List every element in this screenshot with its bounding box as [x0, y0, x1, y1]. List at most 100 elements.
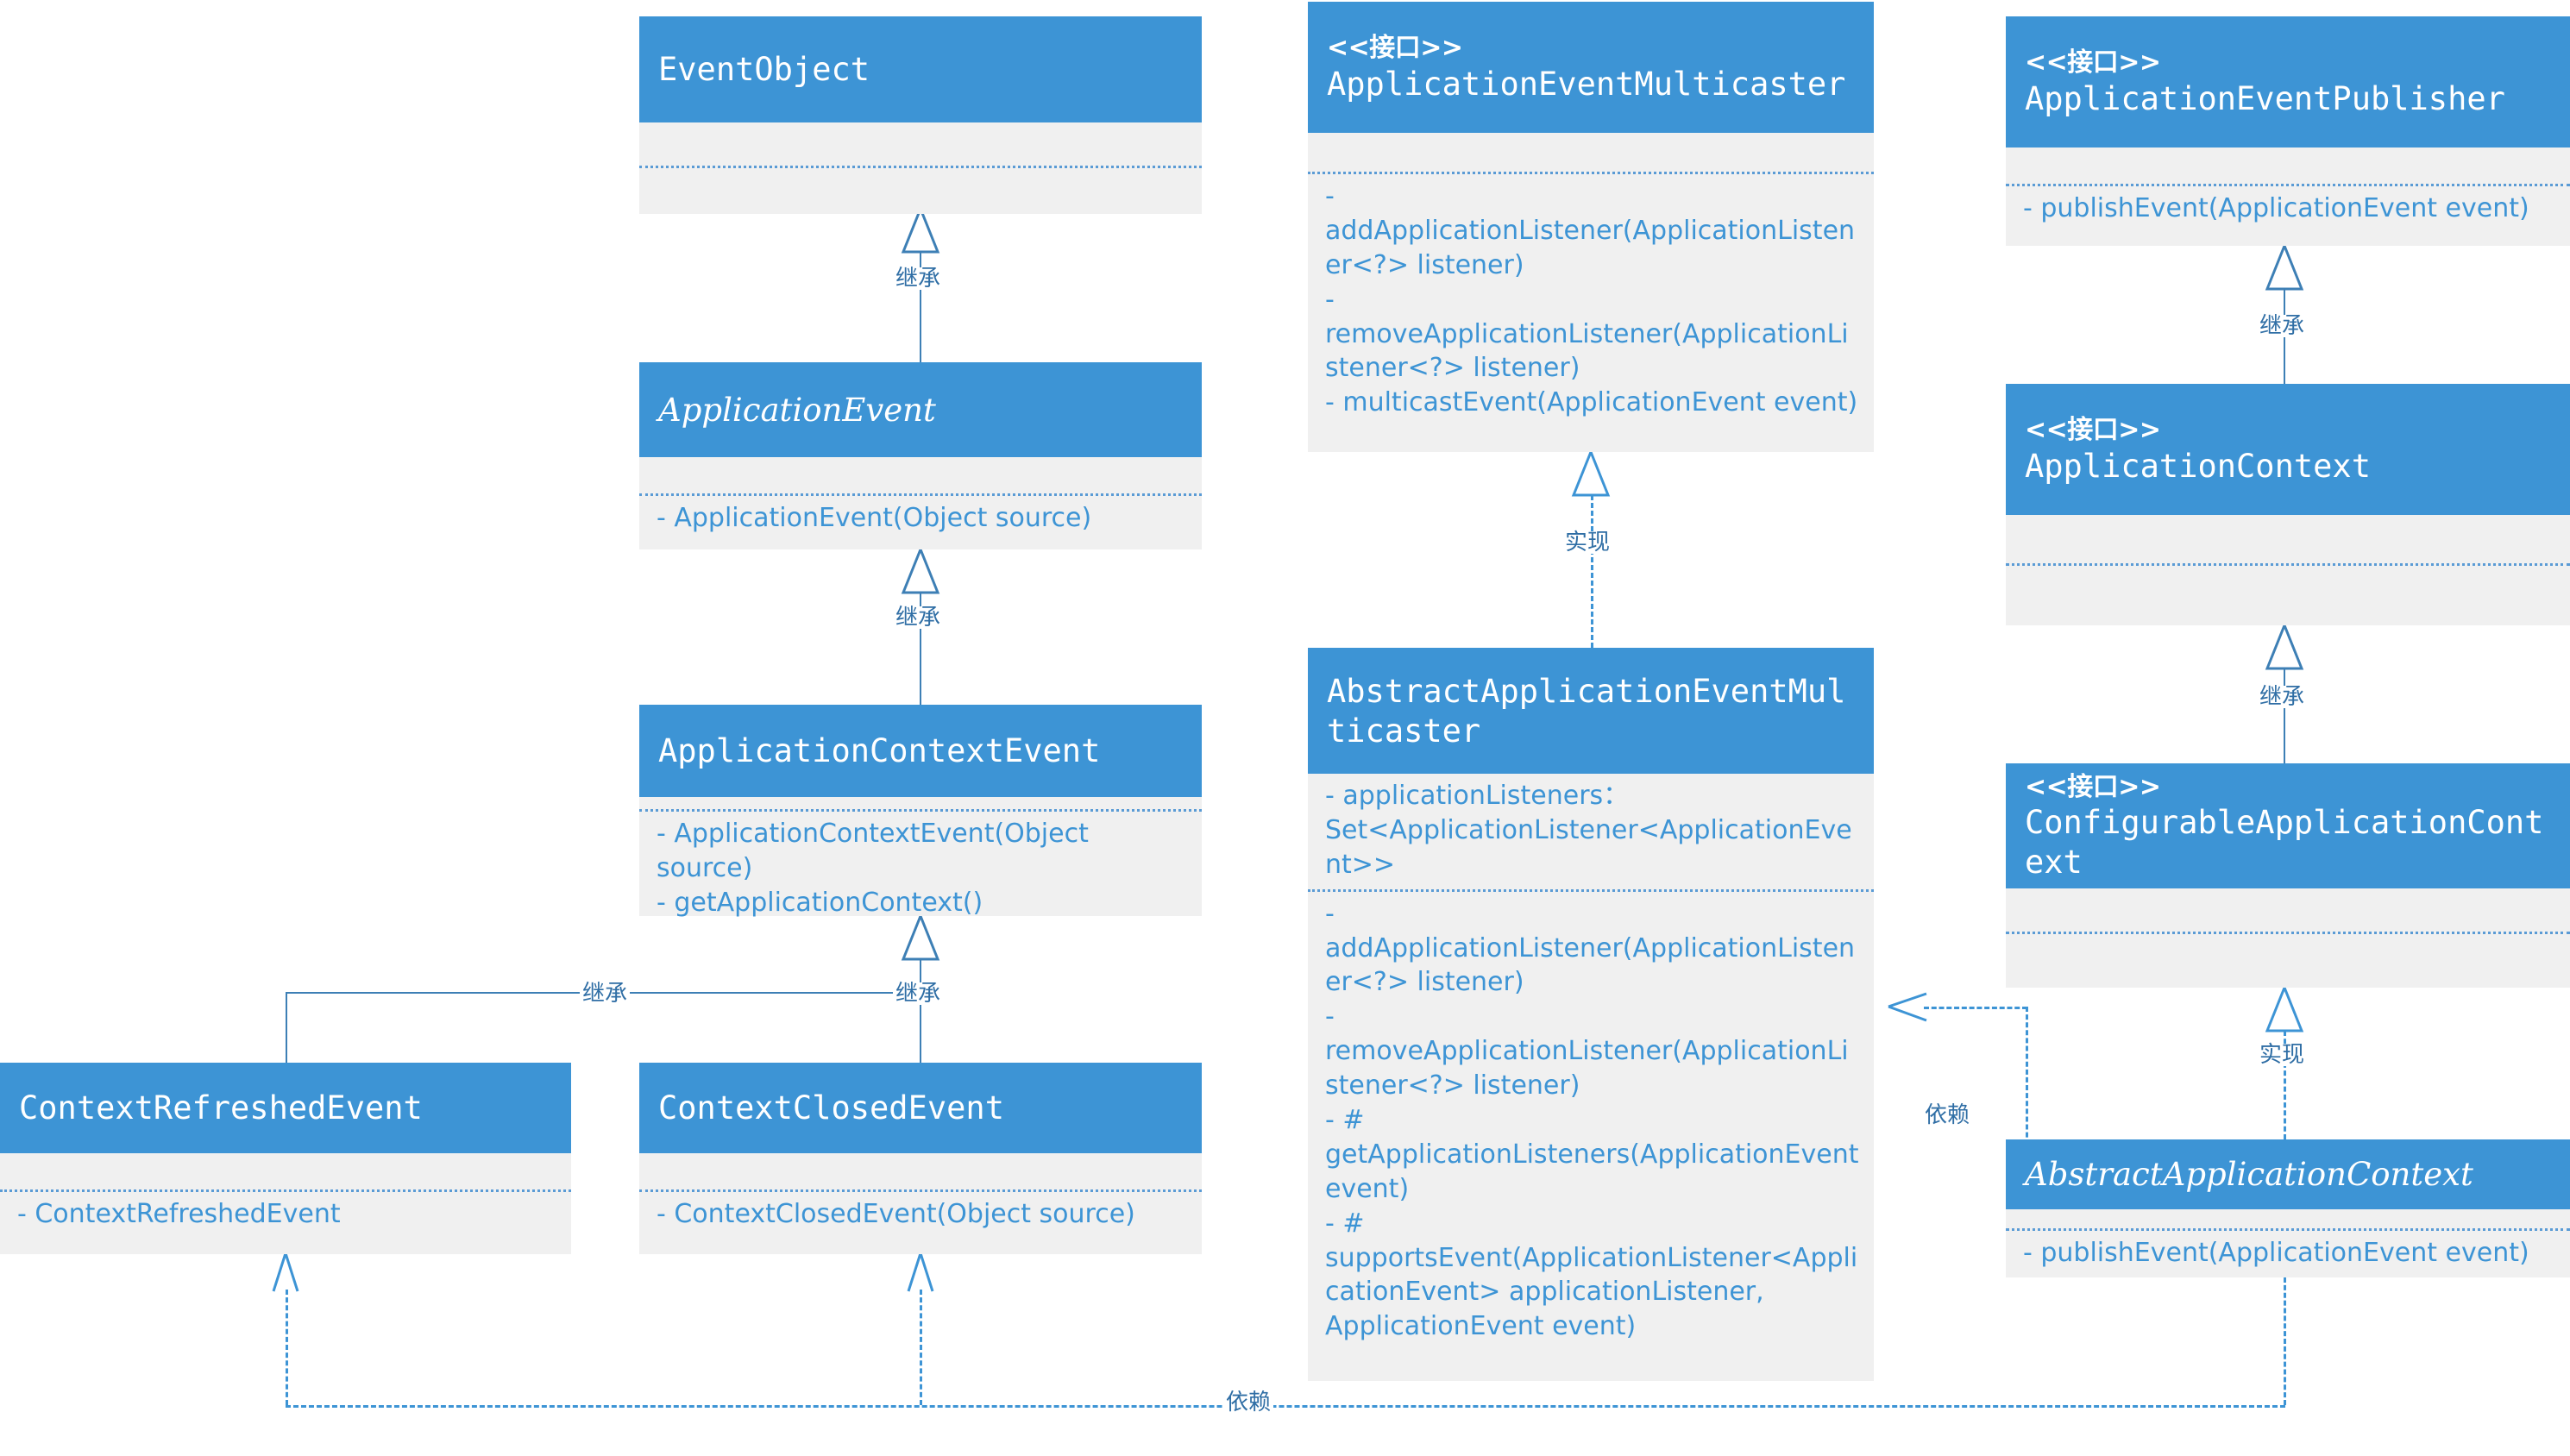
edge-dependency-bottom-left-v — [286, 1290, 288, 1405]
edge-context-refreshed-event-elbow-v — [286, 992, 287, 1063]
operation-item: - addApplicationListener(ApplicationList… — [1325, 898, 1856, 998]
class-attributes — [639, 797, 1202, 809]
class-name: ApplicationEventPublisher — [2025, 79, 2505, 117]
operation-item: - removeApplicationListener(ApplicationL… — [1325, 1001, 1849, 1101]
class-box-application-context[interactable]: <<接口>> ApplicationContext — [2006, 384, 2570, 625]
compartment-separator — [639, 493, 1202, 496]
operation-item: - getApplicationContext() — [657, 887, 983, 918]
dependency-arrowhead — [907, 1252, 934, 1292]
edge-label-realization-1: 实现 — [1562, 531, 1613, 554]
class-box-event-object[interactable]: EventObject — [639, 16, 1202, 214]
class-header: <<接口>> ConfigurableApplicationContext — [2006, 763, 2570, 888]
class-body: - ContextRefreshedEvent — [0, 1153, 571, 1254]
class-attributes — [2006, 888, 2570, 932]
compartment-separator — [2006, 184, 2570, 186]
class-operations: - publishEvent(ApplicationEvent event) — [2006, 186, 2570, 233]
class-name: ApplicationEvent — [658, 391, 936, 429]
edge-dependency-multicaster-v — [2026, 1007, 2028, 1239]
class-attributes — [2006, 1209, 2570, 1228]
edge-label-inheritance-3: 继承 — [893, 982, 944, 1005]
generalization-arrowhead — [901, 545, 940, 594]
edge-dependency-bottom-h — [286, 1405, 2285, 1408]
class-attributes — [1308, 133, 1874, 172]
operation-item: - publishEvent(ApplicationEvent event) — [2023, 193, 2529, 223]
edge-label-inheritance-2: 继承 — [893, 606, 944, 629]
class-header: <<接口>> ApplicationEventMulticaster — [1308, 2, 1874, 133]
class-box-abstract-application-event-multicaster[interactable]: AbstractApplicationEventMulticaster - ap… — [1308, 648, 1874, 1381]
class-body — [2006, 888, 2570, 988]
class-header: ContextClosedEvent — [639, 1063, 1202, 1153]
class-box-application-event-multicaster[interactable]: <<接口>> ApplicationEventMulticaster - add… — [1308, 2, 1874, 452]
attribute-item: - applicationListeners：Set<ApplicationLi… — [1325, 781, 1852, 880]
edge-dependency-bottom-mid-v — [920, 1290, 922, 1405]
class-operations: - ApplicationContextEvent(Object source)… — [639, 812, 1202, 927]
class-attributes — [2006, 147, 2570, 184]
edge-configurable-context-to-application-context — [2284, 668, 2285, 763]
class-operations: - ApplicationEvent(Object source) — [639, 496, 1202, 543]
class-box-context-closed-event[interactable]: ContextClosedEvent - ContextClosedEvent(… — [639, 1063, 1202, 1254]
edge-label-inheritance-4: 继承 — [580, 982, 631, 1005]
class-operations: - ContextClosedEvent(Object source) — [639, 1192, 1202, 1239]
edge-label-inheritance-6: 继承 — [2257, 686, 2308, 708]
class-box-abstract-application-context[interactable]: AbstractApplicationContext - publishEven… — [2006, 1139, 2570, 1277]
class-box-application-context-event[interactable]: ApplicationContextEvent - ApplicationCon… — [639, 705, 1202, 918]
edge-context-closed-event-to-application-context-event — [920, 959, 921, 1063]
class-box-configurable-application-context[interactable]: <<接口>> ConfigurableApplicationContext — [2006, 763, 2570, 988]
edge-dependency-bottom-right-v — [2284, 1277, 2286, 1405]
class-body: - ApplicationContextEvent(Object source)… — [639, 797, 1202, 918]
class-header: ApplicationContextEvent — [639, 705, 1202, 797]
edge-dependency-multicaster-h-top — [1924, 1007, 2027, 1009]
compartment-separator — [1308, 888, 1874, 892]
class-stereotype: <<接口>> — [1327, 33, 1463, 64]
class-body: - publishEvent(ApplicationEvent event) — [2006, 147, 2570, 246]
compartment-separator — [0, 1189, 571, 1192]
operation-item: - publishEvent(ApplicationEvent event) — [2023, 1238, 2529, 1268]
compartment-separator — [1308, 172, 1874, 174]
class-header: <<接口>> ApplicationEventPublisher — [2006, 16, 2570, 147]
class-attributes — [0, 1153, 571, 1189]
dependency-arrowhead — [272, 1252, 299, 1292]
class-box-application-event-publisher[interactable]: <<接口>> ApplicationEventPublisher - publi… — [2006, 16, 2570, 246]
compartment-separator — [2006, 1228, 2570, 1231]
class-attributes — [639, 1153, 1202, 1189]
dependency-arrowhead — [1888, 992, 1927, 1022]
edge-realization-abstract-context — [2284, 1031, 2286, 1139]
edge-label-inheritance-1: 继承 — [893, 267, 944, 290]
class-attributes — [639, 457, 1202, 493]
class-name: ApplicationEventMulticaster — [1327, 65, 1846, 103]
class-operations: - addApplicationListener(ApplicationList… — [1308, 892, 1874, 1352]
class-header: <<接口>> ApplicationContext — [2006, 384, 2570, 515]
edge-label-dependency-1: 依赖 — [1922, 1104, 1973, 1127]
compartment-separator — [639, 809, 1202, 812]
operation-item: - multicastEvent(ApplicationEvent event) — [1325, 387, 1858, 418]
class-name: AbstractApplicationEventMulticaster — [1327, 672, 1846, 750]
class-name: ApplicationContext — [2025, 447, 2371, 485]
edge-label-realization-2: 实现 — [2257, 1044, 2308, 1066]
class-operations: - ContextRefreshedEvent — [0, 1192, 571, 1239]
operation-item: - ApplicationContextEvent(Object source) — [657, 819, 1097, 883]
operation-item: - ContextClosedEvent(Object source) — [657, 1199, 1135, 1229]
class-body: - applicationListeners：Set<ApplicationLi… — [1308, 774, 1874, 1381]
class-operations — [639, 168, 1202, 214]
class-name: ContextRefreshedEvent — [19, 1089, 423, 1127]
class-body: - ApplicationEvent(Object source) — [639, 457, 1202, 549]
class-operations: - addApplicationListener(ApplicationList… — [1308, 174, 1874, 427]
edge-label-inheritance-5: 继承 — [2257, 315, 2308, 337]
class-name: EventObject — [658, 51, 870, 89]
class-box-application-event[interactable]: ApplicationEvent - ApplicationEvent(Obje… — [639, 362, 1202, 549]
class-body: - addApplicationListener(ApplicationList… — [1308, 133, 1874, 452]
class-name: ConfigurableApplicationContext — [2025, 804, 2544, 882]
class-stereotype: <<接口>> — [2025, 771, 2161, 802]
class-stereotype: <<接口>> — [2025, 47, 2161, 78]
realization-arrowhead — [2265, 983, 2304, 1032]
compartment-separator — [2006, 563, 2570, 566]
class-header: AbstractApplicationContext — [2006, 1139, 2570, 1209]
class-box-context-refreshed-event[interactable]: ContextRefreshedEvent - ContextRefreshed… — [0, 1063, 571, 1254]
edge-realization-multicaster — [1591, 495, 1593, 648]
realization-arrowhead — [1571, 448, 1611, 497]
class-operations — [2006, 934, 2570, 980]
class-body — [639, 122, 1202, 214]
generalization-arrowhead — [2265, 621, 2304, 670]
operation-item: - removeApplicationListener(ApplicationL… — [1325, 284, 1849, 384]
operation-item: - # getApplicationListeners(ApplicationE… — [1325, 1105, 1868, 1204]
